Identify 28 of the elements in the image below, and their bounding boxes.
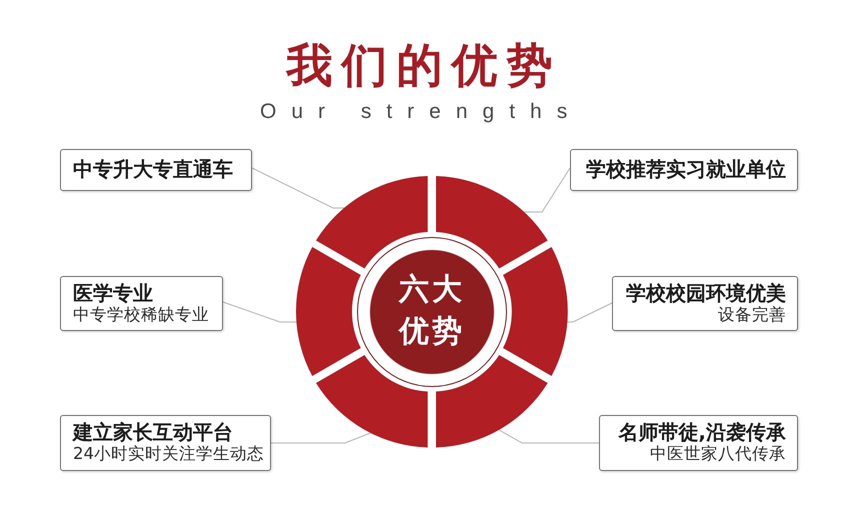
ring-segment <box>436 355 548 448</box>
leader-line <box>270 432 371 444</box>
advantage-box <box>612 276 798 331</box>
leader-line <box>523 168 570 212</box>
leader-line <box>222 302 298 322</box>
subtitle: Our strengths <box>260 100 582 124</box>
ring-segment <box>436 176 548 269</box>
advantage-heading: 建立家长互动平台 <box>73 420 234 444</box>
advantage-box: 学校推荐实习就业单位 <box>570 149 798 191</box>
advantage-note: 中专学校稀缺专业 <box>73 305 210 325</box>
leader-line <box>498 430 600 444</box>
advantage-box <box>60 415 271 471</box>
ring-segment <box>503 247 568 376</box>
advantage-note: 24小时实时关注学生动态 <box>73 444 265 464</box>
advantage-heading: 名师带徒,沿袭传承 <box>617 420 786 444</box>
leader-line <box>566 302 612 322</box>
ring-segment <box>316 355 428 448</box>
advantage-heading: 学校校园环境优美 <box>625 281 786 305</box>
advantage-box <box>60 276 223 331</box>
ring-segment <box>316 176 428 269</box>
advantage-heading: 医学专业 <box>73 281 154 305</box>
leader-line <box>252 168 346 208</box>
advantage-box <box>599 415 798 471</box>
advantage-box: 中专升大专直通车 <box>60 149 252 191</box>
advantage-note: 中医世家八代传承 <box>649 444 786 464</box>
ring-segment <box>296 247 361 376</box>
title: 我们的优势 <box>286 38 562 92</box>
advantage-note: 设备完善 <box>717 305 786 325</box>
